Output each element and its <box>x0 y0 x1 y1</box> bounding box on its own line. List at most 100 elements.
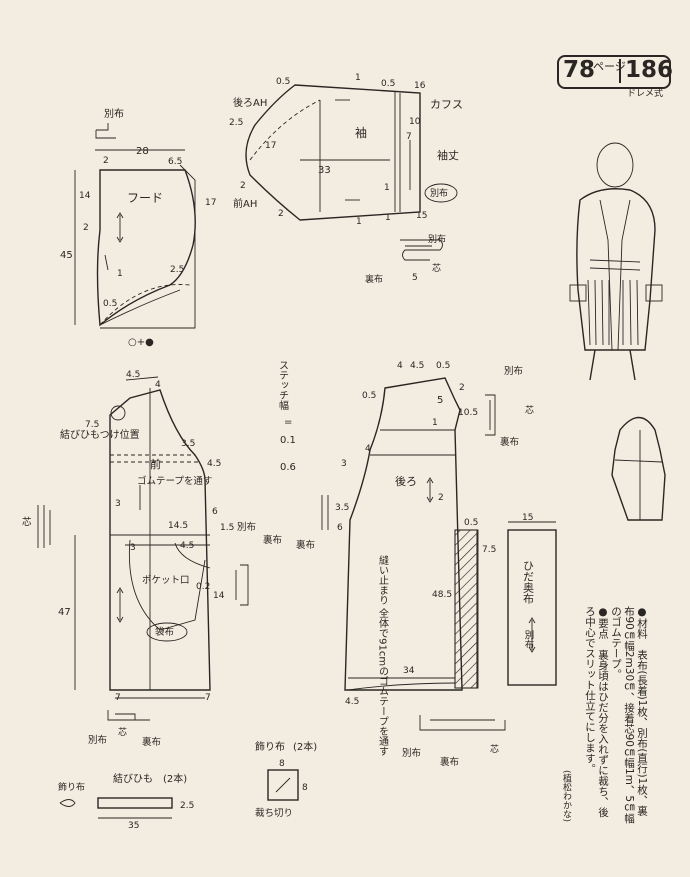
badge-method: ドレメ式 <box>627 89 664 99</box>
back-75: 7.5 <box>482 545 496 555</box>
hood-piece: フード 別布 28 6.5 45 14 2 2 17 1 2.5 0.5 ○+● <box>60 108 216 348</box>
bb-betsu: 別布 <box>402 747 421 759</box>
designer-credit: (植松わかな) <box>561 770 571 823</box>
tie-title: 結びひも <box>113 772 153 785</box>
back-45b: 4.5 <box>345 697 359 707</box>
notes-line-4: ●要点 裏身頃はひだ分を入れずに裁ち、後 <box>597 606 609 818</box>
badge-page-unit: ページ <box>593 60 626 73</box>
fb-shin: 芯 <box>118 726 127 738</box>
front-45a: 4.5 <box>126 370 140 380</box>
badge-frame <box>557 55 671 89</box>
sleeve-cuffs: カフス <box>430 98 463 111</box>
cuff-ura: 裏布 <box>365 273 383 285</box>
cuff-5: 5 <box>412 273 418 283</box>
material-notes: ●材料 表布(長着)1枚、別布(直行)1枚、裏 布90㎝幅2m30㎝、接着芯90… <box>528 606 648 826</box>
sleeve-front-ah: 前AH <box>233 197 257 210</box>
deco-cut: 裁ち切り <box>255 807 293 819</box>
notes-line-2: 布90㎝幅2m30㎝、接着芯90㎝幅1m、5㎝幅 <box>623 606 635 824</box>
badge-number: 186 <box>625 57 674 83</box>
stitch-note: ステッチ幅 = 0.1 0.6 <box>277 360 296 473</box>
front-betsu: 別布 <box>237 521 256 533</box>
front-tape: ゴムテープを通す <box>137 475 212 487</box>
hood-2a: 2 <box>103 156 109 166</box>
sleeve-label: 袖 <box>355 125 367 140</box>
front-75: 7.5 <box>85 420 99 430</box>
front-tie-pos: 結びひもつけ位置 <box>60 428 140 441</box>
front-45c: 4.5 <box>180 541 194 551</box>
back-2: 2 <box>459 383 465 393</box>
hood-height: 45 <box>60 250 73 261</box>
stitch-label: ステッチ幅 <box>277 360 289 411</box>
sleeve-1a: 1 <box>355 73 361 83</box>
hood-width: 28 <box>136 146 149 157</box>
sleeve-1c: 1 <box>356 217 362 227</box>
badge-separator <box>619 59 621 83</box>
front-145: 14.5 <box>168 521 188 531</box>
front-15: 1.5 <box>220 523 234 533</box>
model-illustration <box>569 142 663 381</box>
front-ura: 裏布 <box>263 534 282 546</box>
hood-17: 17 <box>205 198 216 208</box>
back-bottom-detail: 別布 裏布 芯 <box>402 715 506 768</box>
back-4b: 4 <box>365 444 371 454</box>
sleeve-15: 15 <box>416 211 427 221</box>
hood-notch: ○+● <box>128 337 154 348</box>
tie-piece: 結びひも (2本) 飾り布 2.5 35 <box>58 772 194 831</box>
hood-65: 6.5 <box>168 157 182 167</box>
front-pocket: ポケット口 <box>142 575 190 586</box>
sleeve-16: 16 <box>414 81 426 91</box>
cuff-detail: 別布 裏布 芯 5 <box>365 233 446 285</box>
front-3: 3 <box>115 499 121 509</box>
stitch-v1: 0.1 <box>280 435 296 446</box>
sleeve-7: 7 <box>406 132 412 142</box>
sleeve-33: 33 <box>318 165 331 176</box>
sleeve-05a: 0.5 <box>276 77 290 87</box>
back-shin: 芯 <box>525 404 534 416</box>
hood-14: 14 <box>79 191 91 201</box>
front-7b: 7 <box>205 693 211 703</box>
tie-deco: 飾り布 <box>58 781 85 793</box>
back-485: 48.5 <box>432 590 452 600</box>
front-14: 14 <box>213 591 225 601</box>
back-view-illustration <box>611 416 666 521</box>
bb-ura: 裏布 <box>440 756 459 768</box>
stitch-v2: 0.6 <box>280 462 296 473</box>
sleeve-10: 10 <box>409 117 421 127</box>
back-05c: 0.5 <box>464 518 478 528</box>
back-piece: 後ろ 縫い止まり 全体で91cmのゴムテープを通す 4 4.5 0.5 2 0.… <box>296 361 534 756</box>
back-tape: 縫い止まり 全体で91cmのゴムテープを通す <box>377 554 389 756</box>
deco-count: (2本) <box>293 740 317 753</box>
tie-25: 2.5 <box>180 801 194 811</box>
notes-line-1: ●材料 表布(長着)1枚、別布(直行)1枚、裏 <box>636 606 648 816</box>
stitch-eq: = <box>284 417 292 428</box>
back-ura2: 裏布 <box>500 436 519 448</box>
back-5: 5 <box>437 395 443 406</box>
hood-25: 2.5 <box>170 265 184 275</box>
back-05: 0.5 <box>436 361 450 371</box>
hood-1: 1 <box>117 269 123 279</box>
back-1: 1 <box>432 418 438 428</box>
sleeve-05b: 0.5 <box>381 79 395 89</box>
front-3b: 3 <box>130 543 136 553</box>
back-6: 6 <box>337 523 343 533</box>
fb-betsu: 別布 <box>88 734 107 746</box>
front-4: 4 <box>155 380 161 390</box>
sleeve-1d: 1 <box>385 213 391 223</box>
hood-label: フード <box>127 191 163 205</box>
facing-label: ひだ奥布 <box>522 560 535 605</box>
cuff-betsu: 別布 <box>428 233 446 245</box>
back-2b: 2 <box>438 493 444 503</box>
badge-page: 78 <box>563 57 596 83</box>
back-35: 3.5 <box>335 503 349 513</box>
bb-shin: 芯 <box>490 743 499 755</box>
sleeve-length: 袖丈 <box>437 148 459 162</box>
tie-count: (2本) <box>163 772 187 785</box>
front-shin: 芯 <box>22 516 32 528</box>
back-3: 3 <box>341 459 347 469</box>
sleeve-2b: 2 <box>278 209 284 219</box>
sleeve-2: 2 <box>240 181 246 191</box>
hood-05: 0.5 <box>103 299 117 309</box>
facing-betsu: 別布 <box>523 630 535 650</box>
sleeve-back-ah: 後ろAH <box>233 96 267 109</box>
